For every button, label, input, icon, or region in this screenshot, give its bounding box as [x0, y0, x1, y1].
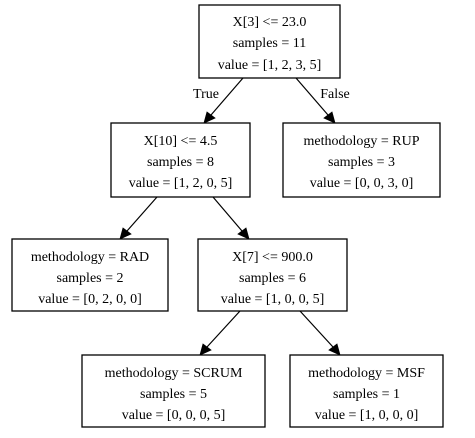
node-condition: methodology = SCRUM — [105, 366, 243, 381]
tree-leaf-scrum: methodology = SCRUM samples = 5 value = … — [81, 354, 266, 428]
edge-root-to-x10 — [203, 77, 244, 124]
edge-root-to-rup — [295, 77, 336, 124]
tree-leaf-rad: methodology = RAD samples = 2 value = [0… — [11, 238, 169, 312]
edge-label-false: False — [320, 87, 350, 102]
node-value: value = [0, 0, 0, 5] — [122, 408, 226, 423]
tree-node-root: X[3] <= 23.0 samples = 11 value = [1, 2,… — [198, 4, 341, 79]
node-samples: samples = 2 — [57, 271, 124, 286]
node-condition: methodology = MSF — [308, 366, 425, 381]
node-value: value = [0, 0, 3, 0] — [310, 176, 414, 191]
node-value: value = [1, 0, 0, 0] — [315, 408, 419, 423]
node-samples: samples = 6 — [239, 271, 306, 286]
node-samples: samples = 1 — [333, 387, 400, 402]
node-samples: samples = 3 — [328, 155, 395, 170]
node-samples: samples = 5 — [140, 387, 207, 402]
node-value: value = [1, 2, 0, 5] — [129, 176, 233, 191]
node-value: value = [0, 2, 0, 0] — [38, 292, 142, 307]
node-value: value = [1, 0, 0, 5] — [221, 292, 325, 307]
edge-x7-to-msf — [299, 310, 341, 356]
tree-node-x10: X[10] <= 4.5 samples = 8 value = [1, 2, … — [110, 122, 251, 198]
edge-x10-to-rad — [119, 196, 158, 240]
node-samples: samples = 8 — [147, 155, 214, 170]
tree-edges — [119, 77, 341, 356]
node-condition: methodology = RAD — [31, 250, 149, 265]
tree-node-x7: X[7] <= 900.0 samples = 6 value = [1, 0,… — [197, 238, 348, 312]
node-condition: X[3] <= 23.0 — [233, 15, 307, 30]
node-condition: X[7] <= 900.0 — [232, 250, 313, 265]
node-condition: methodology = RUP — [303, 134, 419, 149]
edge-x7-to-scrum — [199, 310, 241, 356]
tree-leaf-rup: methodology = RUP samples = 3 value = [0… — [282, 122, 441, 198]
node-value: value = [1, 2, 3, 5] — [218, 58, 322, 73]
node-samples: samples = 11 — [233, 36, 306, 51]
edge-x10-to-x7 — [212, 196, 250, 240]
node-condition: X[10] <= 4.5 — [144, 134, 218, 149]
tree-leaf-msf: methodology = MSF samples = 1 value = [1… — [289, 354, 444, 428]
edge-label-true: True — [193, 87, 219, 102]
